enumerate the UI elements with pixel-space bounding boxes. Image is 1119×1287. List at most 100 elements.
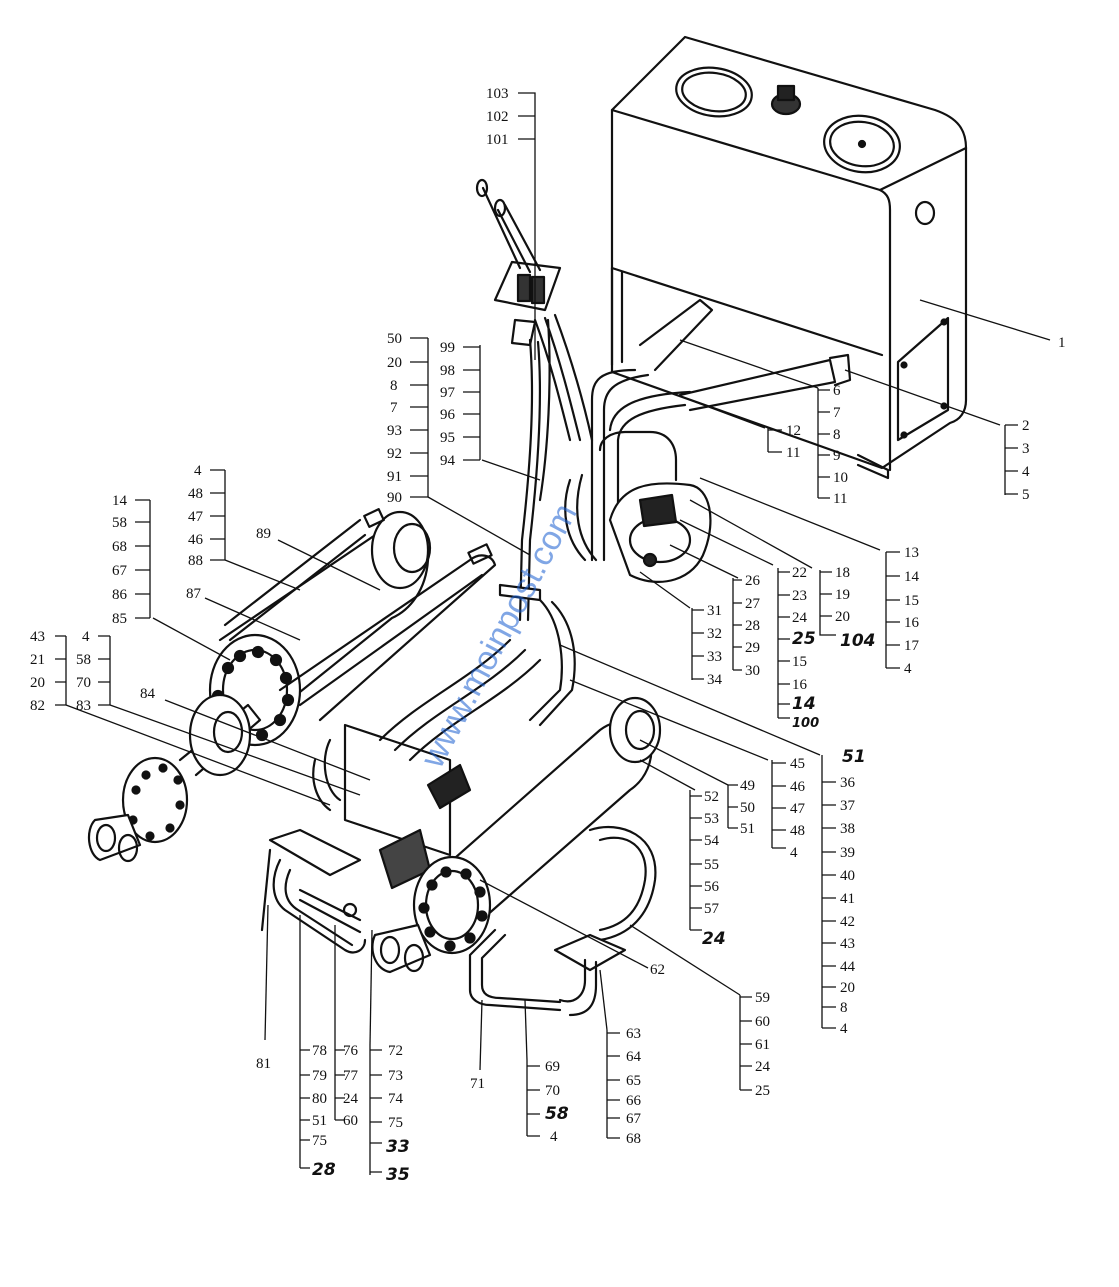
label-14c: 14 (112, 493, 128, 509)
label-29: 29 (745, 640, 760, 656)
label-47b: 47 (790, 801, 806, 817)
label-28: 28 (745, 618, 760, 634)
callout-31-34: 31 32 33 34 (691, 603, 723, 688)
label-46: 46 (188, 532, 204, 548)
label-56: 56 (704, 879, 720, 895)
label-4: 4 (1022, 464, 1030, 480)
label-54: 54 (704, 833, 720, 849)
label-70: 70 (76, 675, 91, 691)
callout-78-28: 78 79 80 51 75 28 (299, 1043, 336, 1180)
callout-22-100: 22 23 24 25 15 16 14 100 (777, 565, 819, 731)
callout-72-35: 72 73 74 75 33 35 (369, 1043, 410, 1185)
label-38: 38 (840, 821, 855, 837)
callout-49-51: 49 50 51 (727, 778, 755, 837)
label-12: 12 (786, 423, 801, 439)
label-49: 49 (740, 778, 755, 794)
label-51c: 51 (312, 1113, 327, 1129)
label-80: 80 (312, 1091, 327, 1107)
label-87: 87 (186, 586, 202, 602)
label-98: 98 (440, 363, 455, 379)
label-8: 8 (833, 427, 841, 443)
label-68: 68 (112, 539, 127, 555)
label-69: 69 (545, 1059, 560, 1075)
label-11b: 11 (786, 445, 800, 461)
label-78: 78 (312, 1043, 327, 1059)
lower-right-hoses (468, 825, 657, 1017)
label-59: 59 (755, 990, 770, 1006)
label-99: 99 (440, 340, 455, 356)
label-43b: 43 (840, 936, 855, 952)
label-24c: 24 (755, 1059, 771, 1075)
label-60b: 60 (343, 1113, 358, 1129)
label-64: 64 (626, 1049, 642, 1065)
callout-63-68: 63 64 65 66 67 68 (606, 1026, 642, 1147)
drawing (87, 35, 968, 1017)
label-15b: 15 (792, 654, 807, 670)
label-4d: 4 (82, 629, 90, 645)
label-44: 44 (840, 959, 856, 975)
label-26: 26 (745, 573, 761, 589)
callout-43-82: 43 21 20 82 (30, 629, 67, 714)
label-4f: 4 (790, 845, 798, 861)
label-25b: 25 (755, 1083, 770, 1099)
label-94: 94 (440, 453, 456, 469)
label-73: 73 (388, 1068, 403, 1084)
label-20c: 20 (30, 675, 45, 691)
label-75: 75 (388, 1115, 403, 1131)
label-15: 15 (904, 593, 919, 609)
label-4b: 4 (904, 661, 912, 677)
label-19: 19 (835, 587, 850, 603)
left-cylinder (87, 510, 432, 863)
label-6: 6 (833, 383, 841, 399)
label-61: 61 (755, 1037, 770, 1053)
label-84: 84 (140, 686, 156, 702)
label-24d: 24 (343, 1091, 359, 1107)
label-30: 30 (745, 663, 760, 679)
label-67: 67 (112, 563, 128, 579)
label-35: 35 (386, 1165, 410, 1185)
right-cylinder (371, 696, 662, 974)
label-79: 79 (312, 1068, 327, 1084)
label-39: 39 (840, 845, 855, 861)
label-20d: 20 (840, 980, 855, 996)
label-76: 76 (343, 1043, 359, 1059)
label-48b: 48 (790, 823, 805, 839)
label-22: 22 (792, 565, 807, 581)
label-48: 48 (188, 486, 203, 502)
label-4e: 4 (840, 1021, 848, 1037)
callout-labels: 103 102 101 1 2 3 4 5 6 7 8 9 10 11 12 (30, 86, 1066, 1185)
callout-18-104: 18 19 20 104 (819, 565, 876, 651)
callout-59-25: 59 60 61 24 25 (739, 990, 771, 1099)
label-23: 23 (792, 588, 807, 604)
label-75b: 75 (312, 1133, 327, 1149)
label-70b: 70 (545, 1083, 560, 1099)
callout-4-83: 4 58 70 83 (76, 629, 111, 714)
label-72: 72 (388, 1043, 403, 1059)
label-97: 97 (440, 385, 456, 401)
label-57: 57 (704, 901, 720, 917)
label-14b: 14 (792, 694, 816, 714)
label-17: 17 (904, 638, 920, 654)
label-102: 102 (486, 109, 509, 125)
label-27: 27 (745, 596, 761, 612)
callout-99-94: 99 98 97 96 95 94 (440, 340, 481, 469)
label-40: 40 (840, 868, 855, 884)
callout-45-4: 45 46 47 48 4 (771, 756, 806, 861)
label-65: 65 (626, 1073, 641, 1089)
label-8b: 8 (390, 378, 398, 394)
label-33b: 33 (386, 1137, 410, 1157)
label-63: 63 (626, 1026, 641, 1042)
label-25: 25 (792, 629, 816, 649)
label-50: 50 (387, 331, 402, 347)
label-71: 71 (470, 1076, 485, 1092)
label-60: 60 (755, 1014, 770, 1030)
callout-51-4: 51 36 37 38 39 40 41 42 43 44 20 8 4 (821, 747, 866, 1037)
label-20b: 20 (387, 355, 402, 371)
label-103: 103 (486, 86, 509, 102)
label-55: 55 (704, 857, 719, 873)
label-4c: 4 (194, 463, 202, 479)
label-20: 20 (835, 609, 850, 625)
label-92: 92 (387, 446, 402, 462)
callout-52-24: 52 53 54 55 56 57 24 (689, 789, 726, 949)
